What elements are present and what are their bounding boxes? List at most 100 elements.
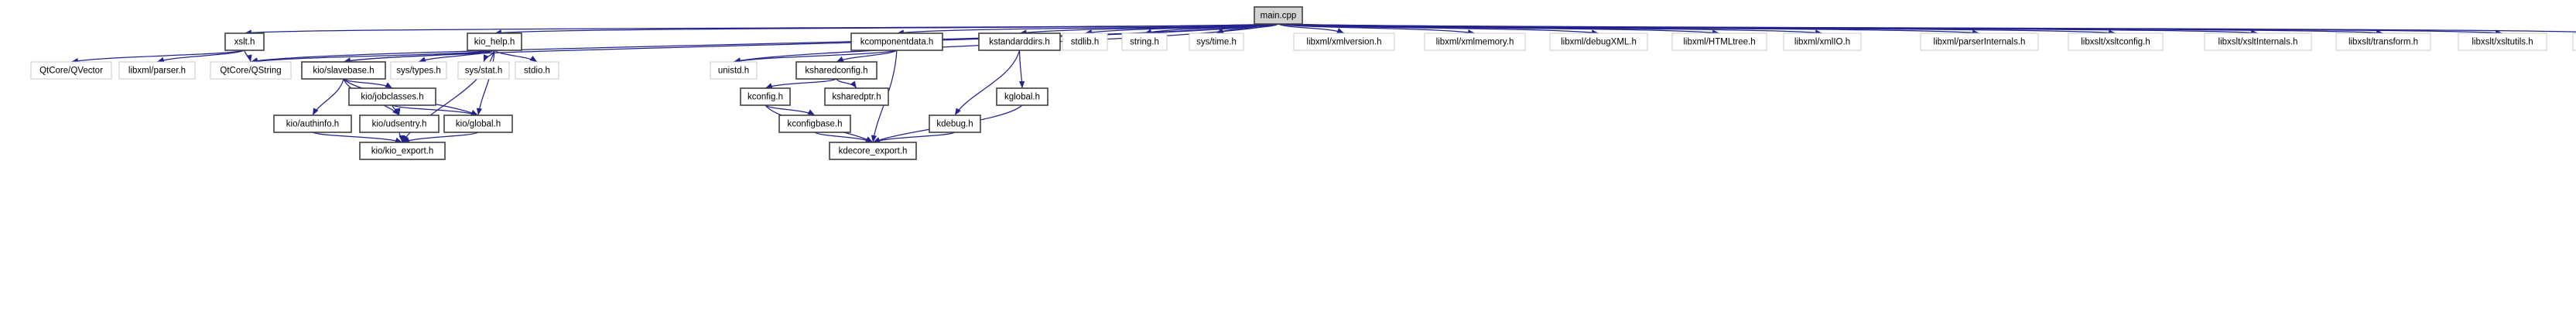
node-label: kio/authinfo.h — [286, 120, 339, 129]
node-label: kio/udsentry.h — [372, 120, 427, 129]
edge-arrowhead — [1018, 80, 1025, 88]
node-box[interactable] — [301, 61, 386, 80]
graph-node-kio_export[interactable]: kio/kio_export.h — [359, 142, 446, 160]
graph-node-authinfo[interactable]: kio/authinfo.h — [273, 115, 352, 133]
node-box[interactable] — [210, 61, 292, 80]
dependency-edge — [477, 50, 495, 116]
edge-arrowhead — [865, 136, 873, 142]
node-box[interactable] — [824, 87, 889, 106]
node-box[interactable] — [1671, 32, 1767, 51]
graph-node-kio_global[interactable]: kio/global.h — [443, 115, 513, 133]
graph-node-kdecore_export[interactable]: kdecore_export.h — [829, 142, 917, 160]
graph-node-udsentry[interactable]: kio/udsentry.h — [359, 115, 440, 133]
edge-arrowhead — [529, 56, 537, 62]
graph-node-libxml_xmlIO[interactable]: libxml/xmlIO.h — [1783, 32, 1862, 51]
node-box[interactable] — [1424, 32, 1526, 51]
node-box[interactable] — [457, 61, 510, 80]
graph-node-slavebase[interactable]: kio/slavebase.h — [301, 61, 386, 80]
node-box[interactable] — [1121, 32, 1168, 51]
node-box[interactable] — [1062, 32, 1108, 51]
node-box[interactable] — [2572, 32, 2576, 51]
node-box[interactable] — [348, 87, 436, 106]
node-box[interactable] — [30, 61, 112, 80]
node-label: kdecore_export.h — [839, 147, 908, 156]
graph-node-qvector[interactable]: QtCore/QVector — [30, 61, 112, 80]
dependency-edge — [765, 78, 837, 89]
edge-arrowhead — [476, 108, 482, 115]
graph-node-libxml_xmlversion[interactable]: libxml/xmlversion.h — [1293, 32, 1395, 51]
graph-node-kstandarddirs[interactable]: kstandarddirs.h — [978, 32, 1061, 51]
node-box[interactable] — [1189, 32, 1244, 51]
graph-node-string_h[interactable]: string.h — [1121, 32, 1168, 51]
node-box[interactable] — [2458, 32, 2547, 51]
node-box[interactable] — [1549, 32, 1648, 51]
node-box[interactable] — [978, 32, 1061, 51]
node-box[interactable] — [710, 61, 758, 80]
graph-node-sys_stat[interactable]: sys/stat.h — [457, 61, 510, 80]
node-box[interactable] — [1783, 32, 1862, 51]
node-label: stdlib.h — [1071, 38, 1099, 47]
graph-node-libxml_HTMLtree[interactable]: libxml/HTMLtree.h — [1671, 32, 1767, 51]
node-box[interactable] — [740, 87, 791, 106]
edge-arrowhead — [807, 109, 815, 115]
node-label: kglobal.h — [1004, 93, 1040, 102]
node-box[interactable] — [273, 115, 352, 133]
node-box[interactable] — [996, 87, 1049, 106]
node-box[interactable] — [1254, 6, 1303, 25]
graph-node-kconfigbase[interactable]: kconfigbase.h — [778, 115, 851, 133]
node-box[interactable] — [1920, 32, 2039, 51]
graph-node-libxml_debugXML[interactable]: libxml/debugXML.h — [1549, 32, 1648, 51]
graph-node-libexslt_exslt[interactable]: libexslt/exslt.h — [2572, 32, 2576, 51]
node-label: xslt.h — [234, 38, 255, 47]
node-box[interactable] — [515, 61, 559, 80]
node-label: kdebug.h — [936, 120, 973, 129]
graph-node-qstring[interactable]: QtCore/QString — [210, 61, 292, 80]
node-label: kio/kio_export.h — [371, 147, 434, 156]
node-box[interactable] — [390, 61, 447, 80]
node-box[interactable] — [467, 32, 522, 51]
graph-node-main[interactable]: main.cpp — [1254, 6, 1303, 25]
graph-node-kconfig[interactable]: kconfig.h — [740, 87, 791, 106]
graph-node-libxml_xmlmemory[interactable]: libxml/xmlmemory.h — [1424, 32, 1526, 51]
graph-node-sys_types[interactable]: sys/types.h — [390, 61, 447, 80]
graph-node-libxml_parser[interactable]: libxml/parser.h — [118, 61, 196, 80]
graph-node-libxml_parserInternals[interactable]: libxml/parserInternals.h — [1920, 32, 2039, 51]
edge-arrowhead — [399, 135, 405, 142]
dependency-edge — [156, 50, 245, 63]
node-label: libxslt/transform.h — [2349, 38, 2418, 47]
node-box[interactable] — [2068, 32, 2164, 51]
node-box[interactable] — [443, 115, 513, 133]
graph-node-ksharedptr[interactable]: ksharedptr.h — [824, 87, 889, 106]
node-box[interactable] — [2335, 32, 2431, 51]
node-box[interactable] — [929, 115, 981, 133]
graph-node-libxslt_transform[interactable]: libxslt/transform.h — [2335, 32, 2431, 51]
node-box[interactable] — [359, 142, 446, 160]
node-layer: main.cpp xslt.h kio_help.h kcomponentdata.h… — [30, 6, 2576, 160]
graph-node-kglobal[interactable]: kglobal.h — [996, 87, 1049, 106]
node-box[interactable] — [795, 61, 877, 80]
graph-node-jobclasses[interactable]: kio/jobclasses.h — [348, 87, 436, 106]
node-box[interactable] — [224, 32, 265, 51]
node-box[interactable] — [829, 142, 917, 160]
graph-node-xslt[interactable]: xslt.h — [224, 32, 265, 51]
graph-node-unistd[interactable]: unistd.h — [710, 61, 758, 80]
node-label: libxslt/xsltInternals.h — [2219, 38, 2298, 47]
node-box[interactable] — [2204, 32, 2312, 51]
node-box[interactable] — [1293, 32, 1395, 51]
graph-node-kdebug[interactable]: kdebug.h — [929, 115, 981, 133]
graph-node-kcomponentdata[interactable]: kcomponentdata.h — [850, 32, 943, 51]
graph-node-ksharedconfig[interactable]: ksharedconfig.h — [795, 61, 877, 80]
node-box[interactable] — [778, 115, 851, 133]
graph-node-kio_help[interactable]: kio_help.h — [467, 32, 522, 51]
graph-node-libxslt_xsltInternals[interactable]: libxslt/xsltInternals.h — [2204, 32, 2312, 51]
graph-node-stdlib[interactable]: stdlib.h — [1062, 32, 1108, 51]
graph-node-sys_time[interactable]: sys/time.h — [1189, 32, 1244, 51]
graph-node-stdio[interactable]: stdio.h — [515, 61, 559, 80]
node-box[interactable] — [118, 61, 196, 80]
node-label: string.h — [1130, 38, 1159, 47]
node-box[interactable] — [850, 32, 943, 51]
node-box[interactable] — [359, 115, 440, 133]
graph-node-libxslt_xsltconfig[interactable]: libxslt/xsltconfig.h — [2068, 32, 2164, 51]
node-label: libxml/xmlIO.h — [1794, 38, 1850, 47]
graph-node-libxslt_xsltutils[interactable]: libxslt/xsltutils.h — [2458, 32, 2547, 51]
